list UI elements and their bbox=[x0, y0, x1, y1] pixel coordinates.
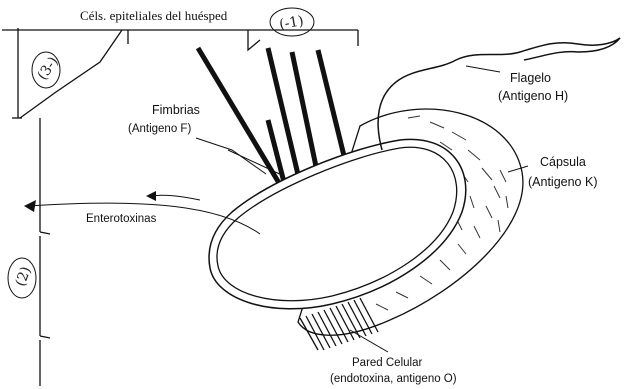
fimbrias-label: Fimbrias bbox=[152, 103, 200, 117]
handwritten-mark-3: (2) bbox=[13, 264, 35, 288]
fimbria-4 bbox=[318, 50, 346, 164]
fimbria-1 bbox=[198, 48, 282, 188]
fimbrias-antigen-label: (Antigeno F) bbox=[128, 123, 191, 135]
flagelo-label: Flagelo bbox=[510, 71, 551, 85]
enterotoxinas-arrowhead bbox=[24, 200, 36, 212]
pared-label: Pared Celular bbox=[352, 357, 422, 369]
pared-leader bbox=[350, 330, 388, 352]
host-cells-label: Céls. epiteliales del huésped bbox=[80, 8, 228, 23]
pared-detail-label: (endotoxina, antigeno O) bbox=[330, 373, 457, 385]
enterotoxinas-label: Enterotoxinas bbox=[86, 213, 157, 225]
capsula-antigen-label: (Antigeno K) bbox=[528, 175, 597, 189]
flagelo-leader bbox=[466, 66, 500, 72]
flagelo-antigen-label: (Antigeno H) bbox=[498, 89, 568, 103]
capsula-label: Cápsula bbox=[540, 155, 586, 169]
